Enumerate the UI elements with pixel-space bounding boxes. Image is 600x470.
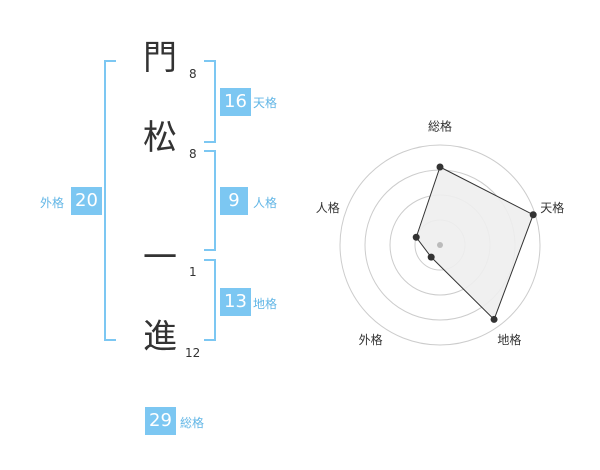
gaikaku-value: 20 bbox=[71, 187, 102, 215]
soukaku-label: 総格 bbox=[180, 416, 205, 430]
name-char-3: 一 bbox=[143, 238, 177, 278]
tenkaku-value: 16 bbox=[220, 88, 251, 116]
radar-axis-label: 外格 bbox=[359, 332, 383, 347]
radar-axis-label: 天格 bbox=[540, 200, 564, 215]
radar-area bbox=[415, 166, 534, 321]
radar-point-2 bbox=[529, 211, 537, 219]
stroke-count-2: 8 bbox=[189, 147, 197, 161]
chikaku-label: 地格 bbox=[253, 297, 278, 311]
chikaku-bracket bbox=[204, 259, 216, 341]
name-char-2: 松 bbox=[143, 118, 177, 158]
name-char-1: 門 bbox=[143, 38, 177, 78]
radar-axis-label: 人格 bbox=[316, 200, 340, 215]
jinkaku-label: 人格 bbox=[253, 196, 278, 210]
stroke-count-4: 12 bbox=[185, 346, 201, 360]
chikaku-value: 13 bbox=[220, 288, 251, 316]
radar-grid-ring bbox=[339, 144, 541, 346]
radar-point-5 bbox=[412, 233, 420, 241]
soukaku-value: 29 bbox=[145, 407, 176, 435]
jinkaku-value: 9 bbox=[220, 187, 248, 215]
radar-point-4 bbox=[427, 253, 435, 261]
radar-center-dot bbox=[437, 242, 443, 248]
gaikaku-bracket bbox=[104, 60, 116, 341]
radar-point-3 bbox=[490, 315, 498, 323]
tenkaku-label: 天格 bbox=[253, 96, 278, 110]
radar-axis-label: 地格 bbox=[497, 332, 521, 347]
name-char-4: 進 bbox=[143, 317, 177, 357]
tenkaku-bracket bbox=[204, 60, 216, 143]
radar-axis-label: 総格 bbox=[428, 119, 452, 134]
gaikaku-label: 外格 bbox=[40, 196, 65, 210]
stroke-count-1: 8 bbox=[189, 67, 197, 81]
radar-point-1 bbox=[436, 163, 444, 171]
jinkaku-bracket bbox=[204, 150, 216, 251]
stroke-count-3: 1 bbox=[189, 265, 197, 279]
